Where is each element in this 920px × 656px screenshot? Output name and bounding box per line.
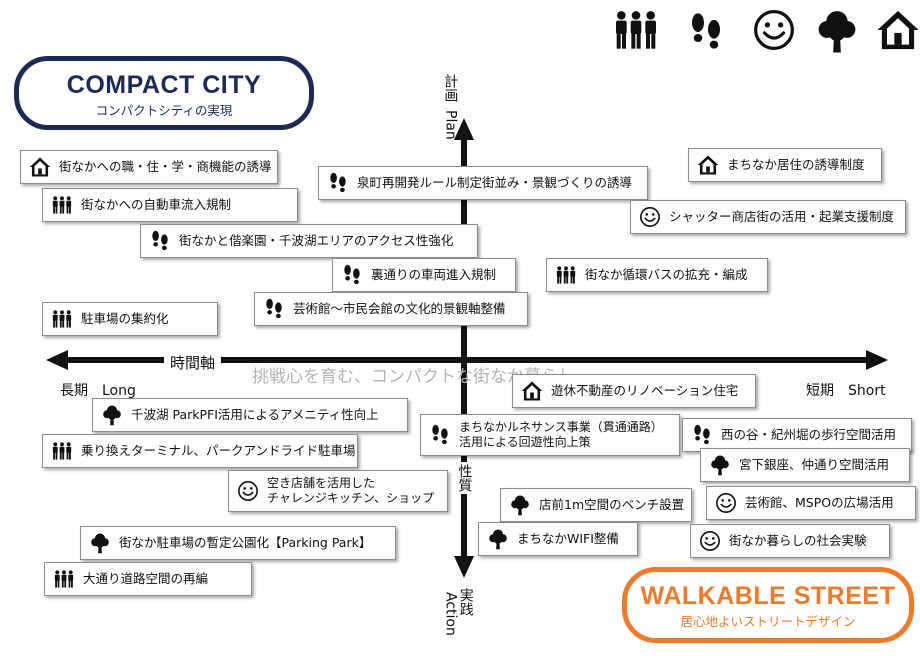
policy-item: 西の谷・紀州堀の歩行空間活用 — [682, 418, 912, 452]
walkable-street-badge: WALKABLE STREET 居心地よいストリートデザイン — [622, 567, 914, 643]
policy-item-text: 裏通りの車両進入規制 — [371, 267, 497, 283]
compact-city-badge: COMPACT CITY コンパクトシティの実現 — [14, 56, 314, 130]
house-icon — [27, 155, 53, 179]
walkable-street-subtitle: 居心地よいストリートデザイン — [680, 614, 856, 629]
policy-item-text: まちなかルネサンス事業（貫通通路） 活用による回遊性向上策 — [459, 420, 663, 449]
policy-item: 裏通りの車両進入規制 — [332, 258, 516, 292]
tree-icon — [485, 527, 511, 551]
action-label: 実践 Action — [442, 588, 473, 656]
policy-item: まちなか居住の誘導制度 — [688, 148, 882, 182]
footprints-icon — [325, 171, 351, 195]
policy-item: まちなかルネサンス事業（貫通通路） 活用による回遊性向上策 — [420, 414, 680, 456]
policy-item-text: 駐車場の集約化 — [81, 311, 169, 327]
people-icon — [51, 567, 77, 591]
short-label: 短期 Short — [806, 383, 886, 399]
policy-item: 駐車場の集約化 — [42, 302, 218, 336]
smile-icon — [697, 529, 723, 553]
policy-item-text: 千波湖 ParkPFI活用によるアメニティ性向上 — [131, 407, 379, 423]
policy-item-text: 大通り道路空間の再編 — [83, 571, 209, 587]
time-axis-label: 時間軸 — [164, 352, 222, 373]
tree-icon — [99, 403, 125, 427]
people-icon — [553, 263, 579, 287]
policy-item: 遊休不動産のリノベーション住宅 — [512, 374, 756, 408]
tree-icon — [87, 531, 113, 555]
policy-item: 街なかと偕楽園・千波湖エリアのアクセス性強化 — [140, 224, 478, 258]
policy-item: 乗り換えターミナル、パークアンドライド駐車場 — [42, 434, 358, 468]
tree-icon — [507, 493, 533, 517]
footprints-icon — [427, 423, 453, 447]
policy-item-text: まちなか居住の誘導制度 — [727, 157, 865, 173]
policy-item-text: 街なか循環バスの拡充・編成 — [585, 267, 748, 283]
people-icon — [49, 193, 75, 217]
footprints-icon — [147, 229, 173, 253]
policy-item-text: 泉町再開発ルール制定街並み・景観づくりの誘導 — [357, 175, 633, 191]
policy-item: 街なか暮らしの社会実験 — [690, 524, 890, 558]
footprints-icon — [689, 423, 715, 447]
policy-item-text: 店前1m空間のベンチ設置 — [539, 497, 685, 513]
policy-item: 店前1m空間のベンチ設置 — [500, 488, 692, 522]
walkable-street-title: WALKABLE STREET — [640, 582, 896, 610]
policy-item: 泉町再開発ルール制定街並み・景観づくりの誘導 — [318, 166, 648, 200]
policy-item-text: 街なか暮らしの社会実験 — [729, 533, 867, 549]
compact-city-subtitle: コンパクトシティの実現 — [95, 103, 233, 118]
policy-item: 芸術館、MSPOの広場活用 — [706, 486, 916, 520]
policy-item: 街なかへの自動車流入規制 — [42, 188, 298, 222]
policy-item-text: 乗り換えターミナル、パークアンドライド駐車場 — [81, 443, 356, 459]
policy-item-text: 遊休不動産のリノベーション住宅 — [551, 383, 739, 399]
nature-label: 性質 — [456, 462, 473, 494]
people-icon — [49, 307, 75, 331]
policy-item: 宮下銀座、仲通り空間活用 — [700, 448, 910, 482]
policy-item: シャッター商店街の活用・起業支援制度 — [630, 200, 906, 234]
policy-item-text: 街なかへの職・住・学・商機能の誘導 — [59, 159, 272, 175]
house-icon — [695, 153, 721, 177]
plan-label-en: Plan — [442, 110, 459, 141]
policy-item: 芸術館～市民会館の文化的景観軸整備 — [254, 292, 528, 326]
watermark-text: 挑戦心を育む、コンパクトな街なか暮らし — [252, 367, 575, 387]
policy-item-text: 街なかと偕楽園・千波湖エリアのアクセス性強化 — [179, 233, 454, 249]
policy-item: 空き店舗を活用した チャレンジキッチン、ショップ — [228, 470, 448, 512]
footprints-icon — [339, 263, 365, 287]
smile-icon — [713, 491, 739, 515]
people-icon — [49, 439, 75, 463]
policy-item: 千波湖 ParkPFI活用によるアメニティ性向上 — [92, 398, 408, 432]
smile-icon — [235, 479, 261, 503]
action-label-jp: 実践 — [457, 588, 474, 616]
policy-item-text: シャッター商店街の活用・起業支援制度 — [669, 209, 895, 225]
policy-item-text: 芸術館、MSPOの広場活用 — [745, 495, 894, 511]
compact-city-title: COMPACT CITY — [66, 71, 262, 99]
policy-item-text: 街なか駐車場の暫定公園化【Parking Park】 — [119, 535, 372, 551]
policy-item-text: 芸術館～市民会館の文化的景観軸整備 — [293, 301, 506, 317]
policy-item-text: 街なかへの自動車流入規制 — [81, 197, 232, 213]
footprints-icon — [261, 297, 287, 321]
plan-label: 計画 Plan — [442, 74, 459, 141]
policy-item: 大通り道路空間の再編 — [44, 562, 252, 596]
policy-item-text: 西の谷・紀州堀の歩行空間活用 — [721, 427, 897, 443]
policy-item-text: まちなかWIFI整備 — [517, 531, 619, 547]
policy-item: まちなかWIFI整備 — [478, 522, 638, 556]
plan-label-jp: 計画 — [442, 74, 459, 102]
policy-item: 街なかへの職・住・学・商機能の誘導 — [20, 150, 278, 184]
smile-icon — [637, 205, 663, 229]
policy-item: 街なか循環バスの拡充・編成 — [546, 258, 768, 292]
long-label: 長期 Long — [60, 383, 136, 399]
policy-item-text: 空き店舗を活用した チャレンジキッチン、ショップ — [267, 476, 435, 505]
house-icon — [519, 379, 545, 403]
tree-icon — [707, 453, 733, 477]
action-label-en: Action — [442, 592, 459, 636]
policy-item-text: 宮下銀座、仲通り空間活用 — [739, 457, 890, 473]
policy-item: 街なか駐車場の暫定公園化【Parking Park】 — [80, 526, 396, 560]
